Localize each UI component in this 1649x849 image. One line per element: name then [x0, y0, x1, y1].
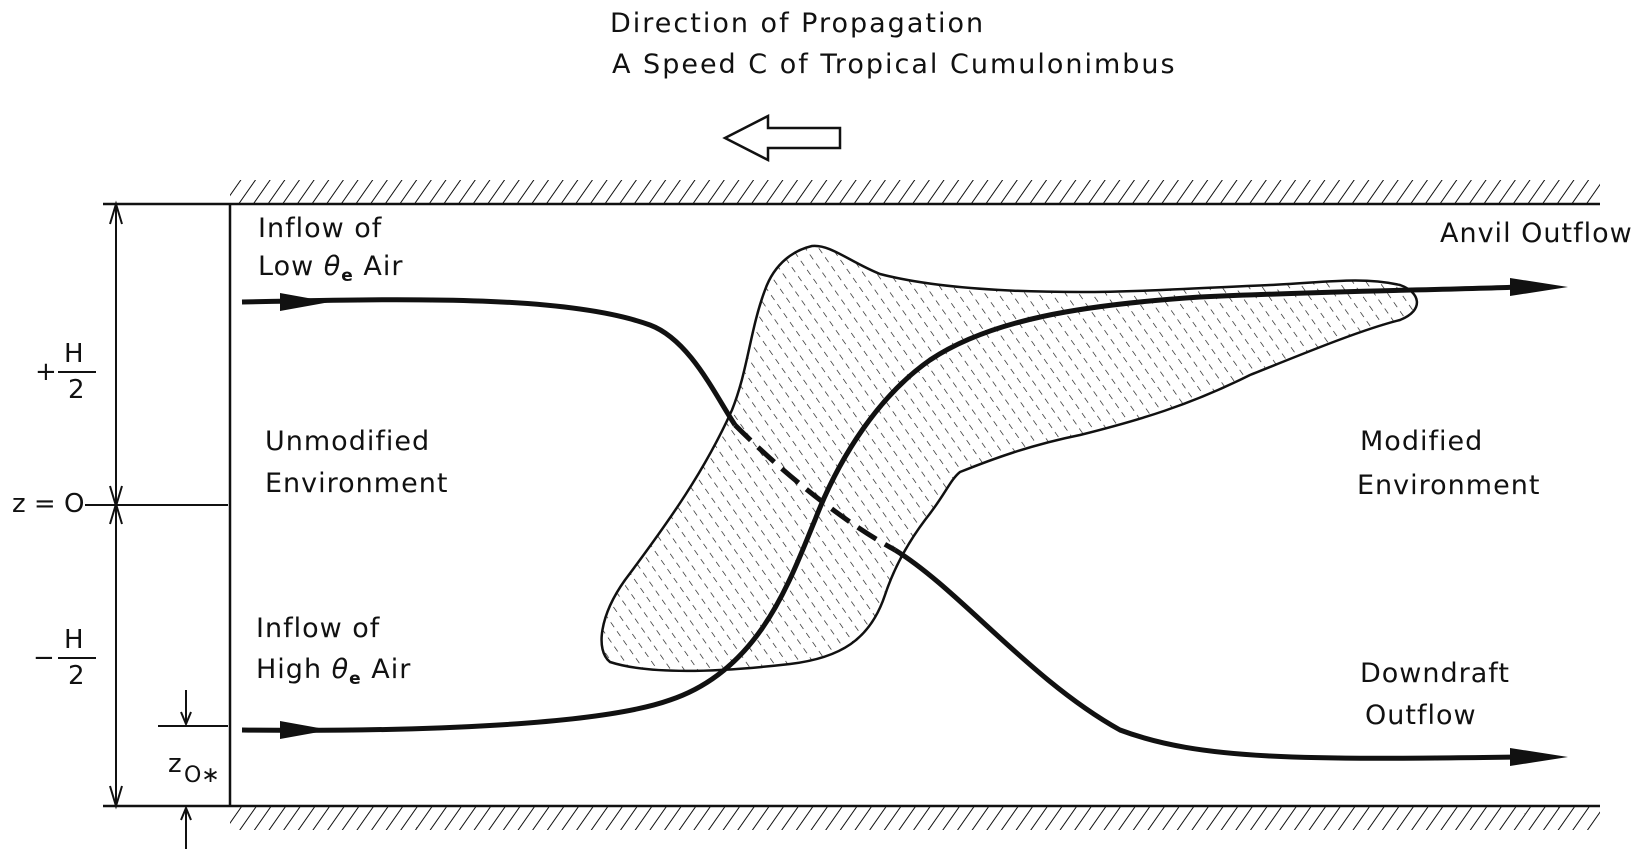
- svg-text:2: 2: [68, 375, 85, 405]
- downdraft-outflow-streamline: [893, 547, 1521, 761]
- svg-text:Low θe Air: Low θe Air: [258, 251, 403, 286]
- svg-text:+: +: [35, 357, 57, 387]
- low-inflow-arrowhead-icon: [280, 293, 330, 311]
- svg-text:Unmodified: Unmodified: [265, 426, 430, 457]
- svg-text:Downdraft: Downdraft: [1360, 658, 1510, 689]
- anvil-outflow-label: Anvil Outflow: [1440, 218, 1633, 249]
- svg-text:Modified: Modified: [1360, 426, 1483, 457]
- z-zero-label: z = O: [12, 489, 84, 519]
- svg-text:2: 2: [68, 661, 85, 691]
- svg-text:O∗: O∗: [184, 763, 220, 788]
- svg-text:−: −: [33, 643, 55, 673]
- z0-label: z O∗: [168, 749, 220, 788]
- svg-text:H: H: [64, 339, 84, 369]
- top-boundary: [103, 180, 1600, 206]
- plus-h-half-label: + H 2: [35, 339, 96, 405]
- z0-dimension: [158, 690, 228, 849]
- svg-text:Inflow of: Inflow of: [256, 613, 381, 644]
- svg-text:Environment: Environment: [1357, 470, 1540, 501]
- inflow-low-theta-label: Inflow of Low θe Air: [258, 213, 403, 286]
- svg-text:z: z: [168, 749, 182, 779]
- inflow-high-theta-label: Inflow of High θe Air: [256, 613, 411, 689]
- bottom-boundary: [103, 804, 1600, 830]
- unmodified-environment-label: Unmodified Environment: [265, 426, 448, 499]
- high-inflow-arrowhead-icon: [280, 721, 330, 739]
- svg-text:H: H: [64, 625, 84, 655]
- svg-text:Inflow of: Inflow of: [258, 213, 383, 244]
- high-theta-inflow-streamline: [241, 284, 1521, 733]
- svg-text:Outflow: Outflow: [1365, 700, 1477, 731]
- svg-text:High θe Air: High θe Air: [256, 654, 411, 689]
- title-line-2: A Speed C of Tropical Cumulonimbus: [612, 49, 1177, 80]
- cumulonimbus-cloud: [600, 244, 1419, 673]
- svg-text:Environment: Environment: [265, 468, 448, 499]
- low-theta-inflow-streamline-1: [241, 297, 738, 427]
- propagation-arrow-icon: [722, 113, 842, 163]
- low-theta-inflow-streamline-dashed: [733, 423, 897, 553]
- minus-h-half-label: − H 2: [33, 625, 96, 691]
- downdraft-outflow-arrowhead-icon: [1510, 748, 1568, 766]
- modified-environment-label: Modified Environment: [1357, 426, 1540, 501]
- downdraft-outflow-label: Downdraft Outflow: [1360, 658, 1510, 731]
- title-line-1: Direction of Propagation: [610, 8, 985, 39]
- anvil-outflow-arrowhead-icon: [1510, 278, 1568, 296]
